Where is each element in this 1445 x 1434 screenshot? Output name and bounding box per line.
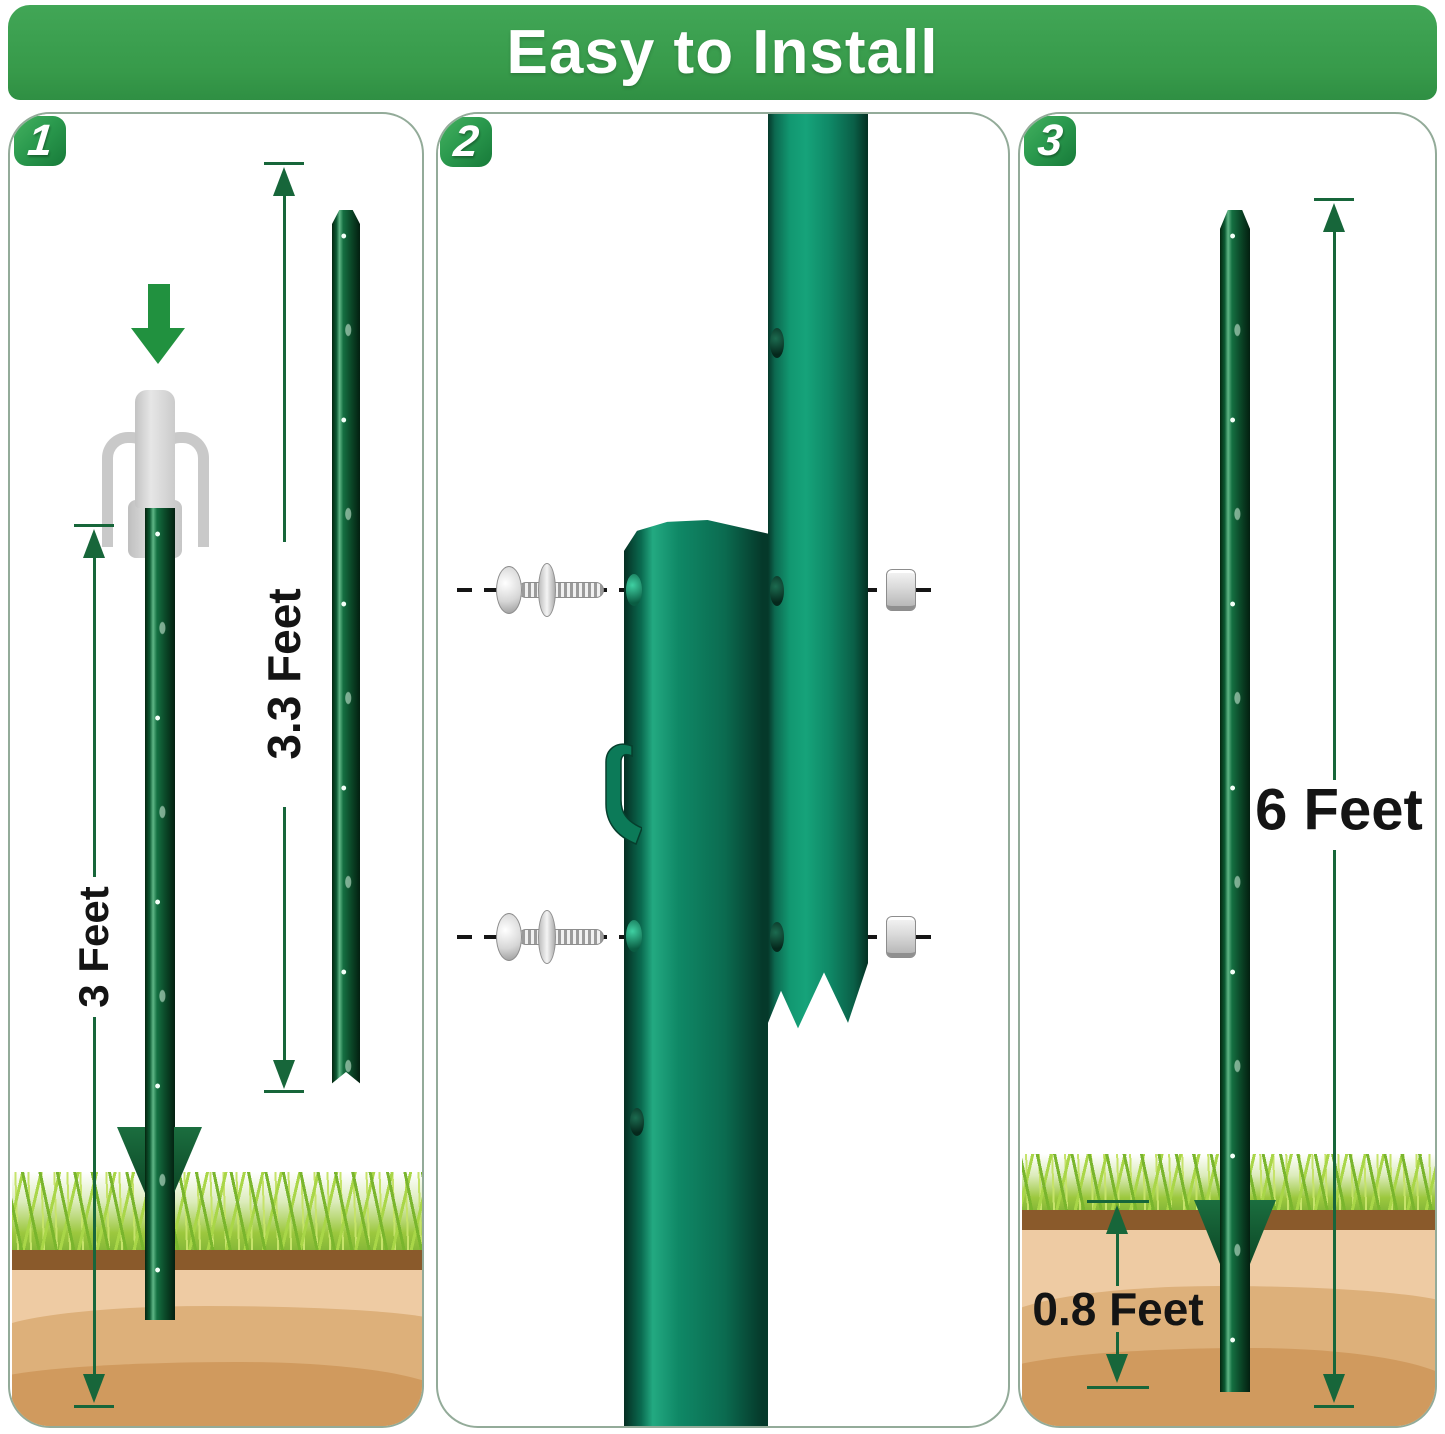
channel-hole — [630, 1108, 644, 1136]
step-3-badge: 3 — [1024, 116, 1076, 166]
dimension-arrow-up-icon — [1323, 203, 1345, 232]
hex-nut — [886, 569, 916, 611]
dimension-cap — [1314, 198, 1354, 201]
dimension-label-3-feet: 3 Feet — [70, 886, 117, 1008]
channel-bolt-hole — [626, 920, 642, 952]
dimension-arrow-down-icon — [1106, 1354, 1128, 1383]
post-bolt-hole — [770, 922, 784, 952]
dimension-label-0-8-feet: 0.8 Feet — [1032, 1283, 1204, 1335]
bolt-washer — [538, 563, 556, 617]
dimension-cap — [1087, 1386, 1149, 1389]
channel-bolt-hole — [626, 574, 642, 606]
dimension-label-6-feet: 6 Feet — [1255, 777, 1423, 843]
u-post-driven — [145, 508, 175, 1320]
dimension-cap — [264, 162, 304, 165]
bolt-shaft — [518, 582, 604, 598]
dimension-line — [283, 196, 286, 542]
soil-cross-section — [12, 1270, 422, 1426]
soil-wave — [12, 1362, 422, 1426]
step-panel-1: 1 3 Feet 3.3 Fee — [8, 112, 424, 1428]
dimension-cap — [74, 524, 114, 527]
dimension-cap — [74, 1405, 114, 1408]
dimension-line — [1116, 1332, 1119, 1356]
dimension-line — [1333, 850, 1336, 1375]
step-3-number: 3 — [1035, 116, 1065, 165]
dimension-cap — [264, 1090, 304, 1093]
down-arrow-icon — [148, 284, 170, 330]
post-channel-section — [624, 520, 768, 1426]
u-post-section — [332, 210, 360, 1084]
dimension-arrow-up-icon — [1106, 1205, 1128, 1234]
bolt-shaft — [518, 929, 604, 945]
step-1-badge: 1 — [14, 116, 66, 166]
dimension-arrow-down-icon — [83, 1374, 105, 1403]
dimension-line — [93, 1017, 96, 1374]
dimension-arrow-up-icon — [83, 529, 105, 558]
hex-nut — [886, 916, 916, 958]
dimension-line — [283, 807, 286, 1060]
step-2-badge: 2 — [440, 117, 492, 167]
topsoil-strip — [12, 1250, 422, 1270]
step-1-number: 1 — [25, 116, 55, 165]
fence-hook-icon — [605, 743, 642, 845]
dimension-arrow-down-icon — [273, 1060, 295, 1089]
post-tube-section — [768, 114, 868, 1029]
dimension-line — [1333, 232, 1336, 780]
bolt-head — [496, 566, 522, 614]
bolt-head — [496, 913, 522, 961]
dimension-label-3-3-feet: 3.3 Feet — [258, 588, 310, 760]
dimension-line — [93, 558, 96, 877]
page-title: Easy to Install — [506, 18, 939, 87]
dimension-arrow-down-icon — [1323, 1374, 1345, 1403]
dimension-cap — [1087, 1200, 1149, 1203]
header-banner: Easy to Install — [8, 5, 1437, 100]
dimension-arrow-up-icon — [273, 167, 295, 196]
grass-band — [12, 1172, 422, 1250]
step-panel-2: 2 — [436, 112, 1010, 1428]
step-2-number: 2 — [451, 117, 481, 166]
assembled-u-post — [1220, 210, 1250, 1392]
post-bolt-hole — [770, 328, 784, 358]
down-arrow-icon — [131, 328, 185, 364]
post-bolt-hole — [770, 576, 784, 606]
post-driver-cylinder — [135, 390, 175, 508]
step-panel-3: 3 6 Feet 0.8 Feet — [1018, 112, 1437, 1428]
dimension-cap — [1314, 1405, 1354, 1408]
dimension-line — [1116, 1234, 1119, 1286]
bolt-washer — [538, 910, 556, 964]
